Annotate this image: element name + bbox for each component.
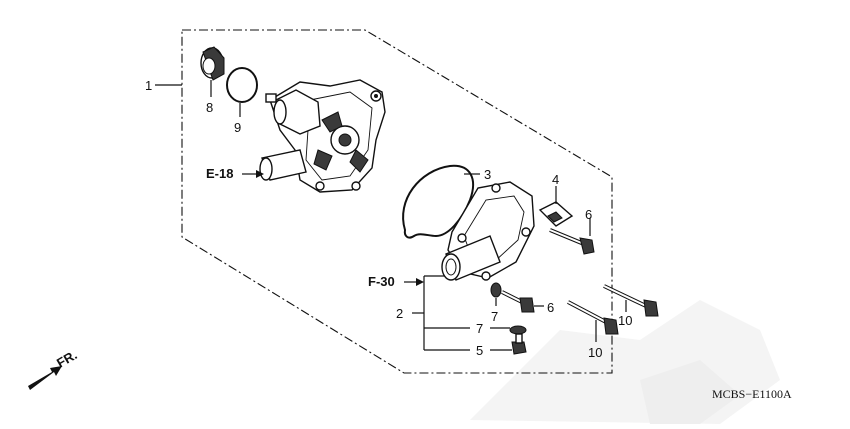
o-ring-part xyxy=(226,67,258,103)
flange-bolt-upper xyxy=(549,228,595,255)
clamp-part xyxy=(538,201,574,227)
washer-upper xyxy=(490,282,502,298)
long-bolt-upper xyxy=(603,284,659,317)
bracket-2-7-5 xyxy=(412,275,512,351)
assembly-boundary xyxy=(181,29,613,374)
svg-text:E-18: E-18 xyxy=(206,166,233,181)
callout-9: 9 xyxy=(234,120,241,135)
long-bolt-lower xyxy=(567,300,619,335)
svg-text:F-30: F-30 xyxy=(368,274,395,289)
callout-4: 4 xyxy=(552,172,559,187)
washer-lower xyxy=(509,325,527,335)
callout-1: 1 xyxy=(145,78,152,93)
callout-8: 8 xyxy=(206,100,213,115)
flange-bolt-lower xyxy=(501,290,535,313)
drain-bolt-part xyxy=(511,333,527,355)
ref-f30: F-30 xyxy=(368,274,424,289)
callout-10b: 10 xyxy=(588,345,602,360)
callout-3: 3 xyxy=(484,167,491,182)
callout-6b: 6 xyxy=(547,300,554,315)
front-direction-arrow: FR. xyxy=(28,347,80,390)
pump-cover-part xyxy=(441,181,535,281)
water-pump-body xyxy=(259,79,386,193)
callout-7a: 7 xyxy=(491,309,498,324)
callout-6a: 6 xyxy=(585,207,592,222)
callout-5: 5 xyxy=(476,343,483,358)
catalog-code: MCBS−E1100A xyxy=(712,387,792,401)
oil-seal-part xyxy=(200,46,225,81)
ref-e18: E-18 xyxy=(206,166,264,181)
callout-10a: 10 xyxy=(618,313,632,328)
callout-7b: 7 xyxy=(476,321,483,336)
watermark xyxy=(470,300,780,424)
callout-2: 2 xyxy=(396,306,403,321)
